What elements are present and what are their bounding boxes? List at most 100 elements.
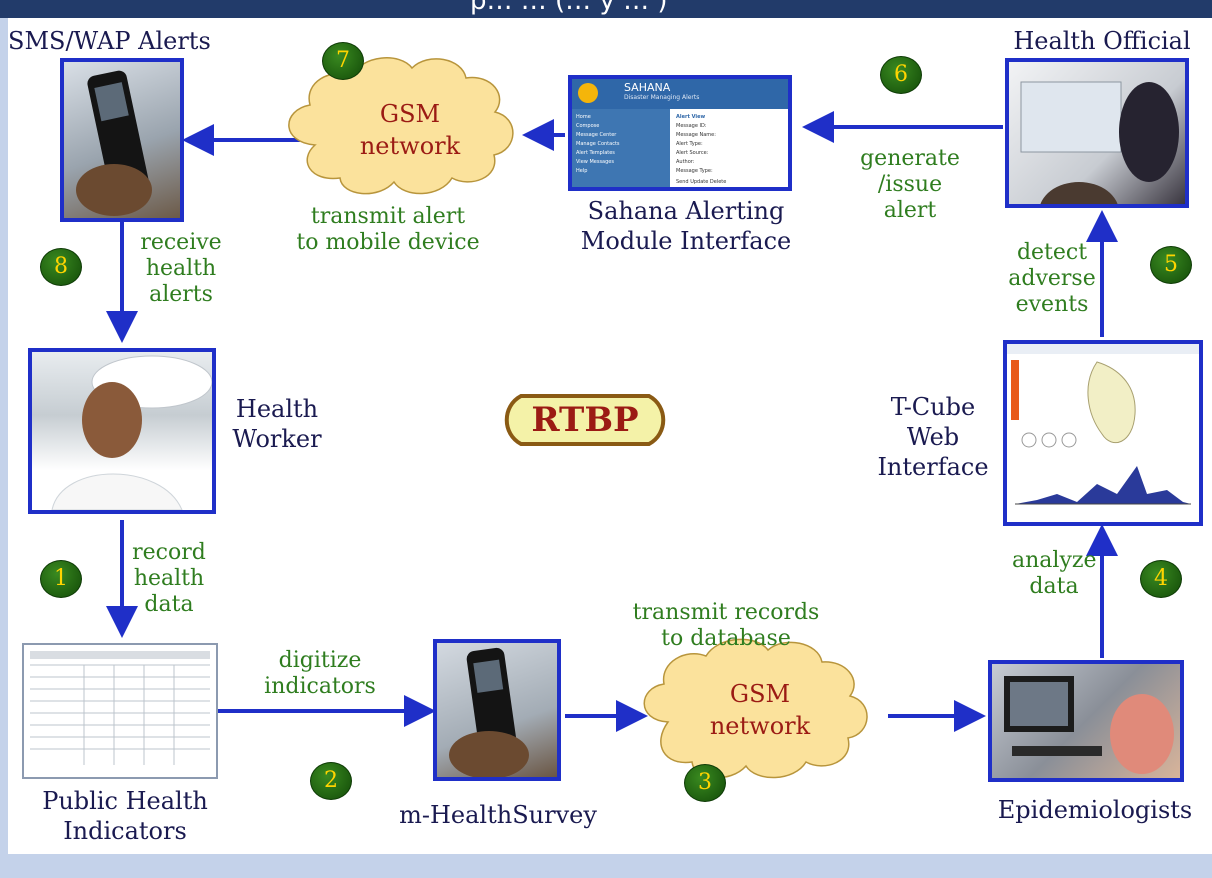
gsm-top-label-line2: network [359, 132, 461, 160]
sahana-update-button[interactable]: Update [690, 179, 709, 185]
step-2-line1: digitize [278, 648, 362, 673]
m-healthsurvey-label: m-HealthSurvey [399, 801, 597, 829]
step-4-badge: 4 [1140, 560, 1182, 598]
mobile-phone-icon [449, 647, 529, 777]
step-4-line1: analyze [1012, 548, 1097, 573]
sahana-field: Message ID: [676, 123, 707, 129]
header-bar: p… … (… y … ) [0, 0, 1212, 18]
m-healthsurvey-photo [433, 639, 561, 781]
sahana-header: SAHANA Disaster Managing Alerts [572, 79, 788, 109]
epidemiologists-label: Epidemiologists [997, 796, 1193, 824]
rtbp-badge-shape [504, 394, 666, 446]
tcube-screenshot [1003, 340, 1203, 526]
sahana-module-label: Sahana Alerting Module Interface [556, 196, 816, 256]
sahana-menu-item[interactable]: Compose [576, 123, 600, 129]
sahana-menu-item[interactable]: Help [576, 168, 588, 174]
sahana-field: Message Name: [676, 132, 716, 138]
sahana-menu-item[interactable]: Alert Templates [576, 150, 615, 156]
step-1-label: record health data [124, 540, 214, 618]
step-7-line1: transmit alert [310, 204, 466, 229]
sahana-field: Message Type: [676, 168, 713, 174]
sahana-menu-item[interactable]: Manage Contacts [576, 141, 620, 147]
step-2-badge: 2 [310, 762, 352, 800]
step-3-line2: to database [661, 626, 791, 651]
sahana-alert-panel: Alert View Message ID: Message Name: Ale… [676, 113, 786, 187]
step-6-line1: generate [860, 146, 960, 171]
tcube-map-and-timeseries-icon [1007, 344, 1199, 505]
health-official-photo [1005, 58, 1189, 208]
step-5-line3: events [1015, 292, 1089, 317]
step-1-badge: 1 [40, 560, 82, 598]
sahana-field: Author: [676, 159, 695, 165]
step-8-label: receive health alerts [126, 230, 236, 308]
step-6-label: generate /issue alert [848, 146, 972, 224]
sahana-delete-button[interactable]: Delete [709, 179, 727, 185]
step-6-line3: alert [883, 198, 937, 223]
public-health-label-line1: Public Health [42, 787, 208, 815]
step-8-line2: health [145, 256, 217, 281]
step-1-line3: data [144, 592, 194, 617]
sahana-module-label-line1: Sahana Alerting [587, 197, 785, 225]
person-at-computer-icon [1020, 81, 1179, 204]
sahana-screenshot: SAHANA Disaster Managing Alerts Home Com… [568, 75, 792, 191]
step-7-label: transmit alert to mobile device [268, 204, 508, 256]
health-worker-label: Health Worker [220, 394, 334, 454]
health-worker-label-line1: Health [235, 395, 319, 423]
epidemiologists-photo [988, 660, 1184, 782]
tcube-label-line1: T-Cube [890, 393, 976, 421]
step-5-label: detect adverse events [1006, 240, 1098, 318]
step-8-line1: receive [140, 230, 222, 255]
step-5-line2: adverse [1008, 266, 1096, 291]
public-health-label-line2: Indicators [63, 817, 187, 845]
sahana-brand: SAHANA [624, 81, 671, 94]
health-official-label: Health Official [1013, 27, 1191, 55]
gsm-bottom-label: GSM network [702, 678, 818, 742]
rtbp-badge: RTBP [507, 392, 663, 448]
mobile-phone-icon [76, 70, 152, 216]
indicators-form-image [22, 643, 218, 779]
gsm-top-label: GSM network [352, 98, 468, 162]
step-2-line2: indicators [264, 674, 376, 699]
data-form-icon [30, 651, 210, 765]
step-5-line1: detect [1016, 240, 1088, 265]
sahana-field: Alert Type: [676, 141, 703, 147]
public-health-label: Public Health Indicators [20, 786, 230, 846]
step-6-line2: /issue [877, 172, 943, 197]
gsm-bottom-label-line1: GSM [729, 680, 791, 708]
sahana-send-button[interactable]: Send [676, 179, 689, 185]
step-5-badge: 5 [1150, 246, 1192, 284]
sahana-menu-item[interactable]: Message Center [576, 132, 617, 138]
step-2-label: digitize indicators [255, 648, 385, 700]
health-worker-label-line2: Worker [232, 425, 322, 453]
step-1-line2: health [133, 566, 205, 591]
sahana-tagline: Disaster Managing Alerts [624, 94, 700, 101]
tcube-label: T-Cube Web Interface [868, 392, 998, 482]
gsm-bottom-label-line2: network [709, 712, 811, 740]
step-6-badge: 6 [880, 56, 922, 94]
tcube-label-line2: Web [906, 423, 960, 451]
gsm-cloud-bottom [643, 638, 868, 779]
person-at-computer-icon [1004, 676, 1174, 774]
step-3-label: transmit records to database [606, 600, 846, 652]
sahana-menu-item[interactable]: View Messages [576, 159, 614, 165]
step-8-badge: 8 [40, 248, 82, 286]
step-4-line2: data [1029, 574, 1079, 599]
sms-alerts-label: SMS/WAP Alerts [8, 27, 211, 55]
tcube-label-line3: Interface [877, 453, 989, 481]
bottom-edge [0, 854, 1212, 878]
health-worker-photo [28, 348, 216, 514]
header-title: p… … (… y … ) [470, 0, 668, 16]
sahana-module-label-line2: Module Interface [580, 227, 792, 255]
health-worker-portrait-icon [51, 355, 212, 510]
step-3-line1: transmit records [632, 600, 820, 625]
sms-phone-photo [60, 58, 184, 222]
rtbp-label: RTBP [531, 400, 639, 440]
step-7-badge: 7 [322, 42, 364, 80]
sahana-logo-icon [578, 83, 598, 103]
step-8-line3: alerts [149, 282, 213, 307]
step-1-line1: record [132, 540, 206, 565]
step-3-badge: 3 [684, 764, 726, 802]
sahana-menu-item[interactable]: Home [576, 114, 591, 120]
left-edge [0, 18, 8, 878]
